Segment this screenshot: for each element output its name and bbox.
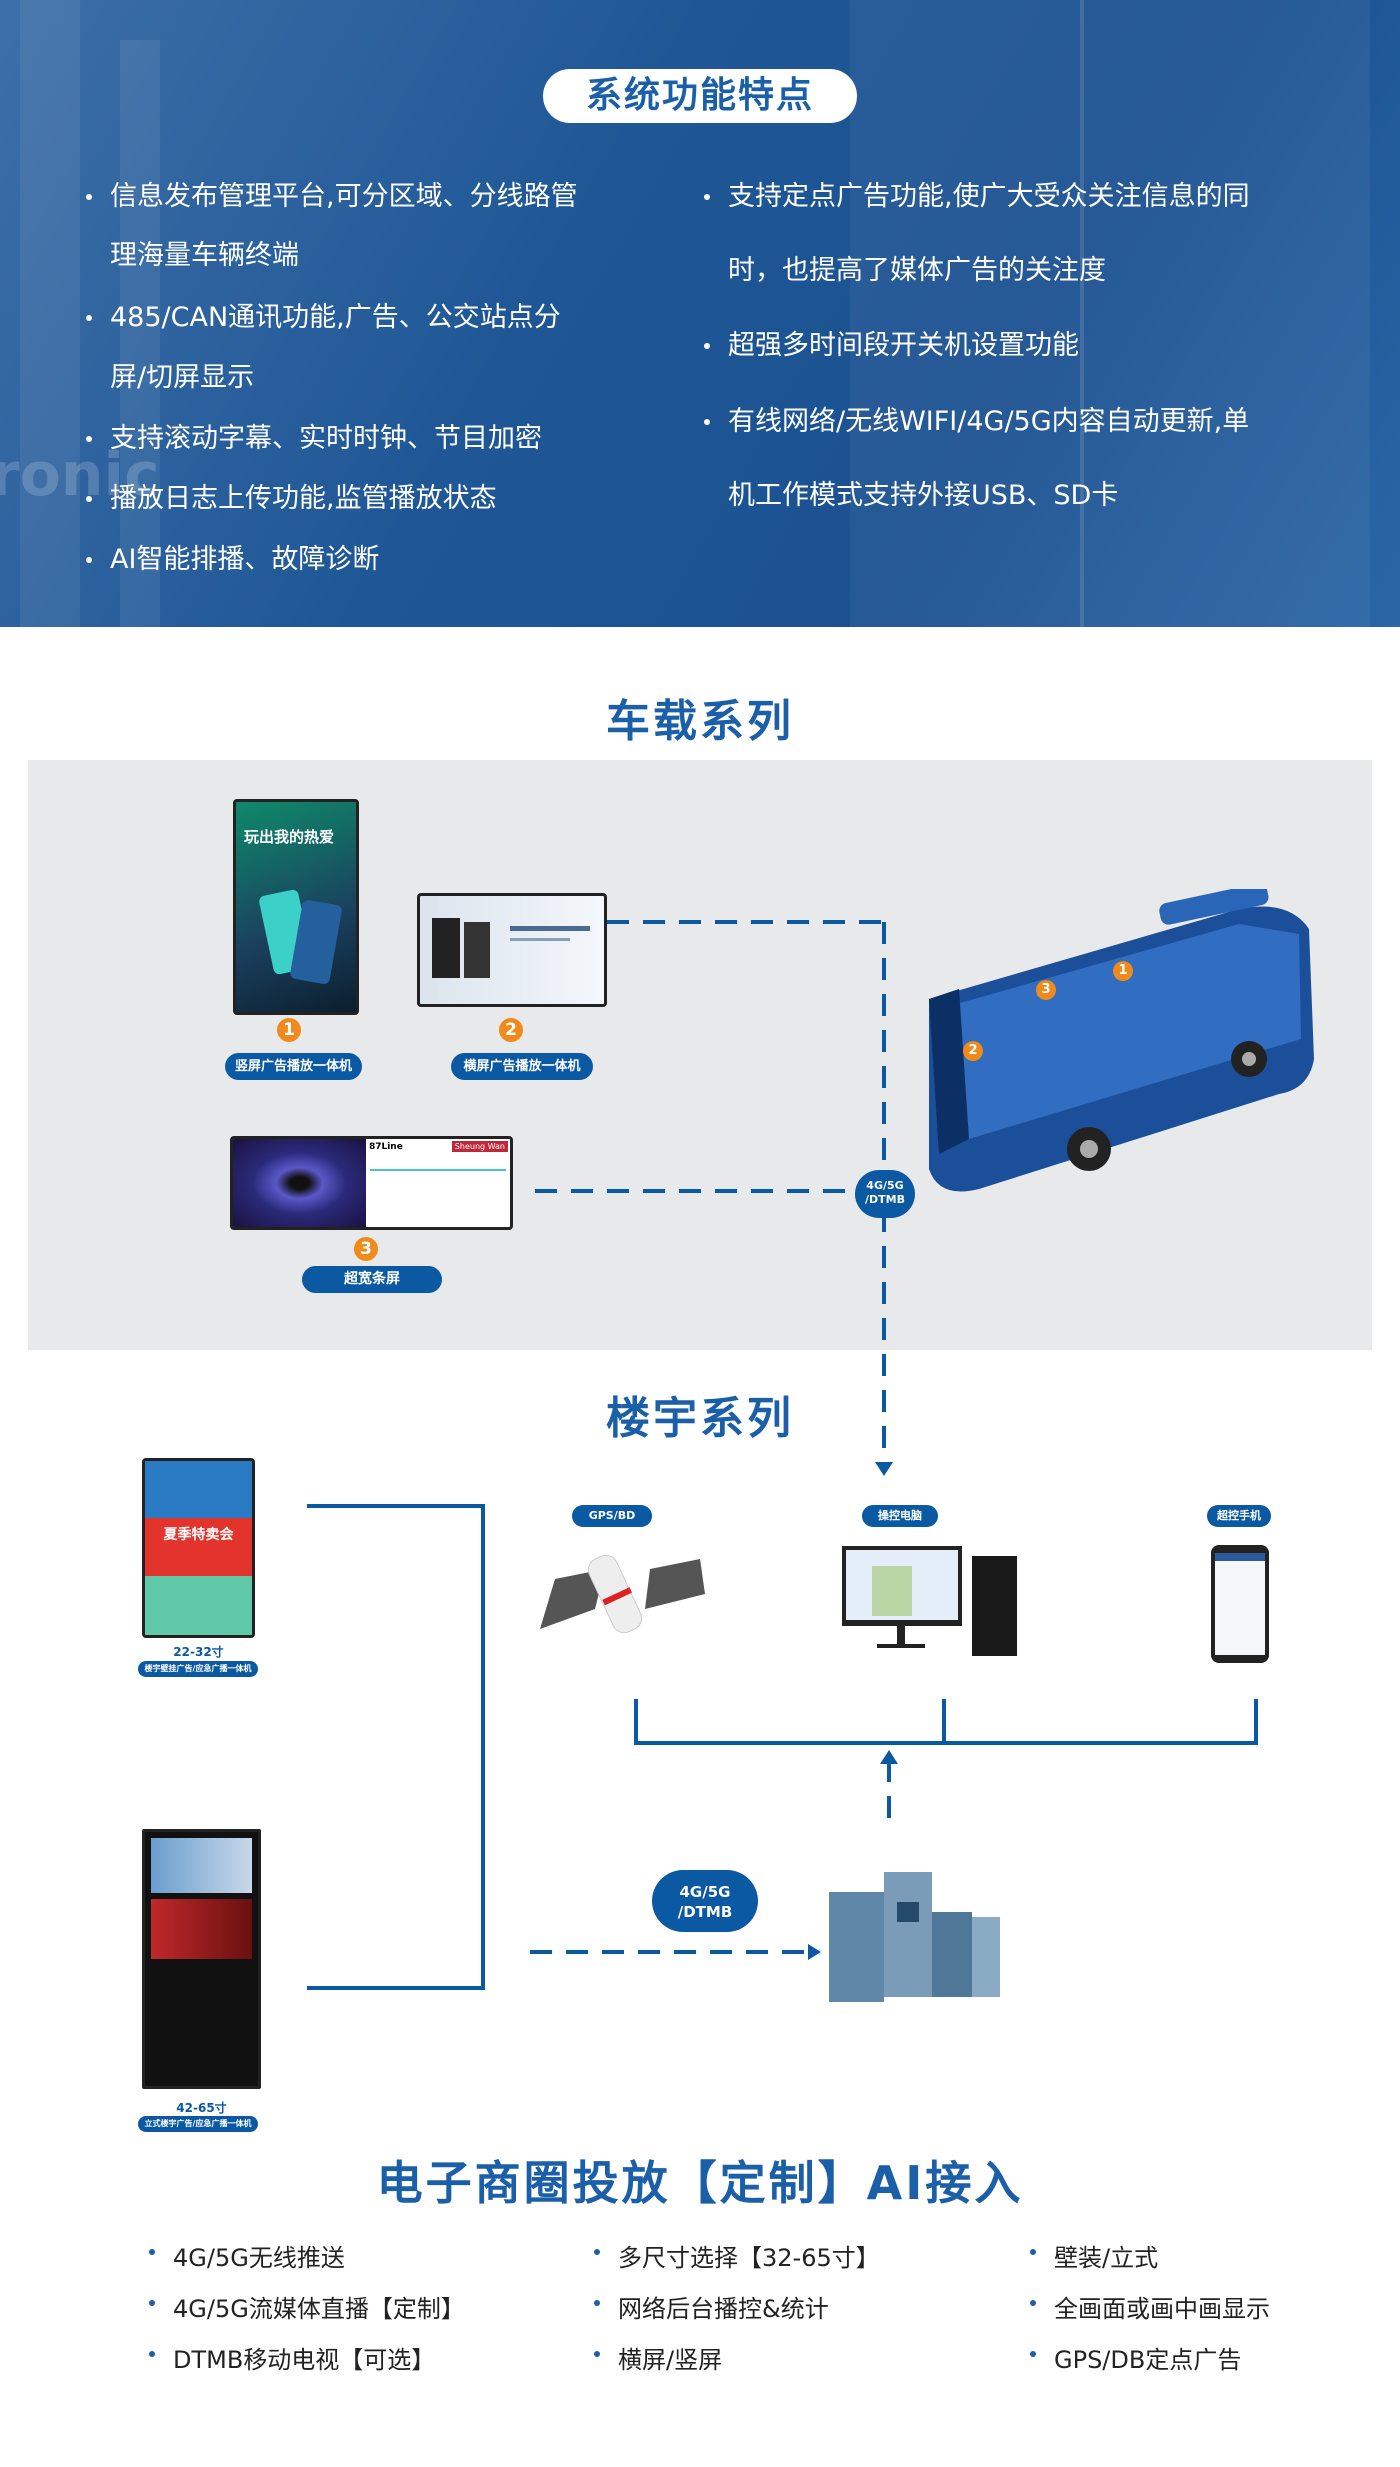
commerce-item: DTMB移动电视【可选】 [149, 2340, 435, 2375]
vertical-ad-screen: 玩出我的热爱 [233, 799, 359, 1015]
ultrawide-bar-screen: 87Line Sheung Wan [230, 1136, 513, 1230]
bracket-line [942, 1699, 946, 1745]
feature-item: AI智能排播、故障诊断 [86, 542, 379, 578]
feature-item: 信息发布管理平台,可分区域、分线路管 [86, 179, 578, 215]
computer-icon [842, 1546, 1017, 1656]
feature-item: 支持滚动字幕、实时时钟、节目加密 [86, 421, 542, 457]
marker-1: 1 [277, 1018, 301, 1042]
connector-line [307, 1504, 485, 1508]
connector-line [530, 1950, 810, 1954]
arrow-up-icon [880, 1750, 898, 1764]
pc-label: 操控电脑 [862, 1505, 938, 1527]
wall-screen-label: 楼宇壁挂广告/应急广播一体机 [138, 1661, 258, 1677]
vertical-ad-label: 竖屏广告播放一体机 [225, 1053, 362, 1080]
feature-item: 有线网络/无线WIFI/4G/5G内容自动更新,单 [704, 404, 1249, 440]
arrow-right-icon [808, 1944, 821, 1960]
features-title: 系统功能特点 [543, 69, 857, 123]
standing-kiosk [142, 1829, 261, 2089]
feature-item: 485/CAN通讯功能,广告、公交站点分 [86, 300, 561, 336]
server-icon [829, 1872, 1000, 2002]
horizontal-ad-label: 横屏广告播放一体机 [451, 1053, 593, 1080]
marker-3: 3 [354, 1237, 378, 1261]
background-watermark: ronic [0, 440, 160, 510]
commerce-item: 多尺寸选择【32-65寸】 [594, 2238, 880, 2273]
satellite-icon [540, 1554, 705, 1634]
commerce-item: 全画面或画中画显示 [1030, 2289, 1270, 2324]
bus-marker-3: 3 [1036, 980, 1056, 1000]
features-banner: ronic 系统功能特点 信息发布管理平台,可分区域、分线路管 理海量车辆终端 … [0, 0, 1400, 627]
vehicle-section-title: 车载系列 [606, 696, 794, 747]
connector-line [887, 1760, 891, 1826]
stand-size: 42-65寸 [176, 2101, 227, 2115]
feature-item: 时，也提高了媒体广告的关注度 [728, 255, 1106, 286]
commerce-title: 电子商圈投放【定制】AI接入 [376, 2156, 1024, 2210]
bracket-line [634, 1699, 638, 1745]
network-cloud: 4G/5G /DTMB [855, 1170, 915, 1218]
phone-icon [1211, 1545, 1269, 1663]
stand-screen-label: 立式楼宇广告/应急广播一体机 [138, 2116, 258, 2132]
phone-label: 超控手机 [1207, 1505, 1271, 1527]
commerce-item: 横屏/竖屏 [594, 2340, 722, 2375]
commerce-item: 网络后台播控&统计 [594, 2289, 829, 2324]
connector-line [535, 1189, 855, 1193]
feature-item: 播放日志上传功能,监管播放状态 [86, 481, 497, 517]
ultrawide-label: 超宽条屏 [302, 1266, 442, 1293]
horizontal-ad-screen [417, 893, 607, 1007]
commerce-item: 4G/5G无线推送 [149, 2238, 345, 2273]
gps-label: GPS/BD [572, 1505, 652, 1527]
commerce-item: GPS/DB定点广告 [1030, 2340, 1241, 2375]
connector-line [307, 1986, 485, 1990]
bus-marker-1: 1 [1113, 961, 1133, 981]
connector-line [607, 920, 886, 924]
commerce-item: 4G/5G流媒体直播【定制】 [149, 2289, 465, 2324]
connector-line [481, 1504, 485, 1990]
feature-item: 屏/切屏显示 [110, 362, 255, 393]
feature-item: 理海量车辆终端 [110, 240, 299, 271]
wall-size: 22-32寸 [173, 1645, 224, 1659]
feature-item: 超强多时间段开关机设置功能 [704, 328, 1079, 364]
wall-mounted-screen: 夏季特卖会 [142, 1458, 255, 1638]
bus-illustration [929, 889, 1314, 1192]
network-cloud: 4G/5G /DTMB [652, 1870, 758, 1932]
feature-item: 机工作模式支持外接USB、SD卡 [728, 480, 1119, 511]
arrow-down-icon [875, 1462, 893, 1476]
bracket-line [634, 1741, 1258, 1745]
bracket-line [1254, 1699, 1258, 1745]
bus-marker-2: 2 [963, 1041, 983, 1061]
marker-2: 2 [499, 1018, 523, 1042]
building-section-title: 楼宇系列 [606, 1393, 794, 1444]
commerce-item: 壁装/立式 [1030, 2238, 1158, 2273]
feature-item: 支持定点广告功能,使广大受众关注信息的同 [704, 179, 1250, 215]
